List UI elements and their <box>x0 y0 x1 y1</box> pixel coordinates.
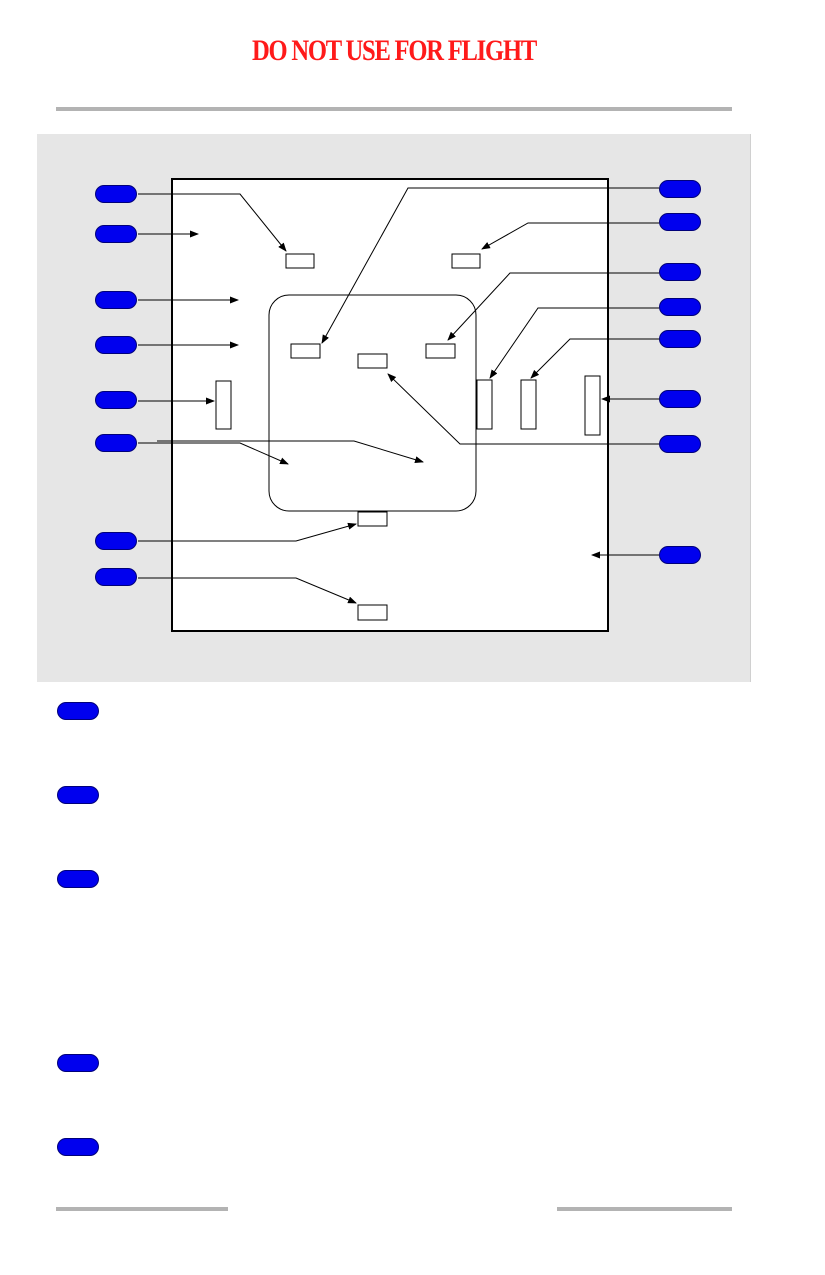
leader-right-3 <box>447 272 659 341</box>
leader-left-7 <box>138 522 357 542</box>
callout-pill-left-6 <box>95 434 137 452</box>
note-marker-2 <box>57 786 99 804</box>
leader-left-6a <box>138 442 289 465</box>
leader-right-2 <box>481 222 659 250</box>
header-rule <box>56 107 732 111</box>
callout-pill-left-7 <box>95 532 137 550</box>
callout-pill-right-4 <box>659 298 701 316</box>
note-marker-1 <box>57 702 99 720</box>
leader-left-6b <box>157 440 424 464</box>
note-marker-5 <box>57 1138 99 1156</box>
box-top-left <box>285 253 315 269</box>
callout-pill-right-1 <box>659 180 701 198</box>
do-not-use-for-flight-warning: DO NOT USE FOR FLIGHT <box>251 34 537 67</box>
callout-pill-left-8 <box>95 568 137 586</box>
bar-right-2 <box>520 379 537 430</box>
box-bottom <box>357 604 388 621</box>
callout-pill-left-1 <box>95 185 137 203</box>
callout-pill-left-4 <box>95 336 137 354</box>
leader-right-1 <box>321 187 659 344</box>
callout-pill-right-7 <box>659 435 701 453</box>
leader-right-4 <box>489 307 659 379</box>
inner-window <box>268 294 477 512</box>
callout-pill-right-8 <box>659 546 701 564</box>
bar-right-1 <box>476 379 493 430</box>
callout-pill-left-3 <box>95 291 137 309</box>
note-marker-4 <box>57 1054 99 1072</box>
leader-left-1 <box>138 193 287 252</box>
footer-rule-left <box>56 1207 228 1211</box>
display-diagram <box>138 178 659 632</box>
leader-left-8 <box>138 577 357 604</box>
callout-pill-right-2 <box>659 213 701 231</box>
callout-pill-right-3 <box>659 263 701 281</box>
bar-left <box>215 380 232 430</box>
box-window-right <box>425 343 456 359</box>
bar-right-3 <box>584 375 601 436</box>
box-window-bottom <box>357 511 388 527</box>
box-window-center <box>357 353 388 369</box>
callout-pill-left-5 <box>95 391 137 409</box>
box-window-left <box>290 343 321 359</box>
leader-right-5 <box>530 338 659 379</box>
callout-pill-right-5 <box>659 330 701 348</box>
footer-rule-right <box>557 1207 732 1211</box>
box-top-right <box>451 253 481 269</box>
leader-right-7 <box>387 373 659 445</box>
callout-pill-right-6 <box>659 390 701 408</box>
note-marker-3 <box>57 870 99 888</box>
callout-pill-left-2 <box>95 225 137 243</box>
